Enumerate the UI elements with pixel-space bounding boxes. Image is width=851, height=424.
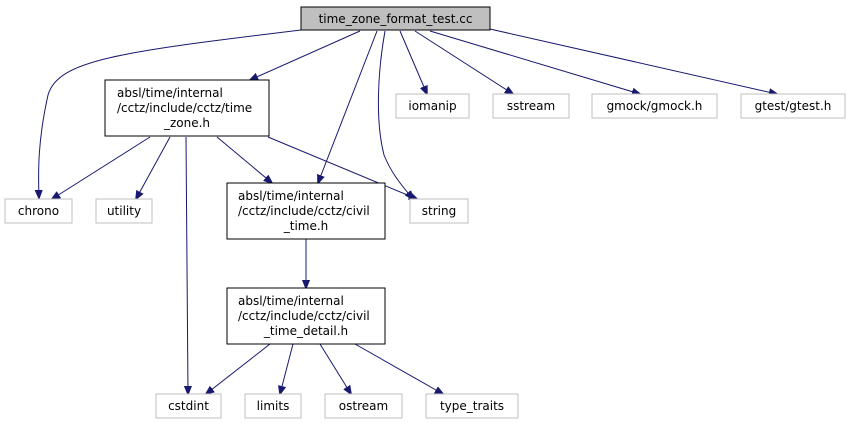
node-label: sstream	[507, 99, 555, 113]
node-label: limits	[257, 399, 290, 413]
node-string[interactable]: string	[409, 198, 469, 224]
edge-civil-time-detail-h-to-ostream	[319, 343, 351, 394]
node-label: time_zone_format_test.cc	[319, 12, 473, 26]
node-chrono[interactable]: chrono	[4, 198, 73, 224]
edge-root-to-string	[377, 30, 413, 199]
node-label: _time.h	[283, 219, 329, 233]
node-iomanip[interactable]: iomanip	[395, 93, 470, 119]
edge-time-zone-h-to-chrono	[52, 136, 151, 199]
node-time-zone-h[interactable]: absl/time/internal /cctz/include/cctz/ti…	[104, 79, 270, 137]
node-label: iomanip	[408, 99, 456, 113]
node-label: _zone.h	[163, 116, 210, 130]
node-label: chrono	[18, 204, 59, 218]
edge-root-to-gmock	[429, 30, 640, 94]
edge-root-to-time-zone-h	[250, 30, 361, 80]
edge-time-zone-h-to-civil-time-h	[216, 136, 272, 183]
node-label: string	[422, 204, 456, 218]
nodes: time_zone_format_test.cc absl/time/inter…	[4, 6, 846, 419]
edge-civil-time-detail-h-to-limits	[280, 343, 294, 394]
node-label: _time_detail.h	[263, 324, 348, 338]
edge-civil-time-detail-h-to-type-traits	[354, 343, 443, 394]
node-sstream[interactable]: sstream	[492, 93, 570, 119]
node-gtest-h[interactable]: gtest/gtest.h	[740, 93, 846, 119]
node-label: gtest/gtest.h	[755, 99, 832, 113]
edge-time-zone-h-to-string	[267, 136, 417, 199]
node-label: absl/time/internal	[238, 189, 344, 203]
node-label: type_traits	[440, 399, 504, 413]
edge-root-to-sstream	[414, 30, 513, 94]
node-label: absl/time/internal	[238, 294, 344, 308]
node-civil-time-detail-h[interactable]: absl/time/internal /cctz/include/cctz/ci…	[226, 287, 386, 345]
edge-root-to-chrono	[39, 29, 302, 198]
node-label: /cctz/include/cctz/time	[117, 101, 252, 115]
node-civil-time-h[interactable]: absl/time/internal /cctz/include/cctz/ci…	[226, 182, 386, 240]
edge-civil-time-detail-h-to-cstdint	[206, 343, 271, 394]
edge-time-zone-h-to-cstdint	[186, 136, 188, 394]
node-label: utility	[107, 204, 141, 218]
node-label: absl/time/internal	[117, 86, 223, 100]
node-time-zone-format-test-cc[interactable]: time_zone_format_test.cc	[300, 6, 491, 31]
edges	[39, 28, 777, 394]
edge-time-zone-h-to-utility	[136, 136, 171, 199]
edge-root-to-gtest	[489, 28, 777, 94]
node-cstdint[interactable]: cstdint	[155, 393, 222, 419]
node-label: gmock/gmock.h	[607, 99, 703, 113]
node-type-traits[interactable]: type_traits	[425, 393, 519, 419]
node-utility[interactable]: utility	[95, 198, 153, 224]
node-limits[interactable]: limits	[244, 393, 302, 419]
edge-root-to-iomanip	[399, 30, 427, 94]
node-label: cstdint	[168, 399, 209, 413]
node-gmock-h[interactable]: gmock/gmock.h	[591, 93, 718, 119]
edge-root-to-civil-time-h	[318, 30, 378, 183]
node-ostream[interactable]: ostream	[324, 393, 403, 419]
node-label: /cctz/include/cctz/civil	[238, 204, 370, 218]
node-label: /cctz/include/cctz/civil	[238, 309, 370, 323]
node-label: ostream	[339, 399, 388, 413]
